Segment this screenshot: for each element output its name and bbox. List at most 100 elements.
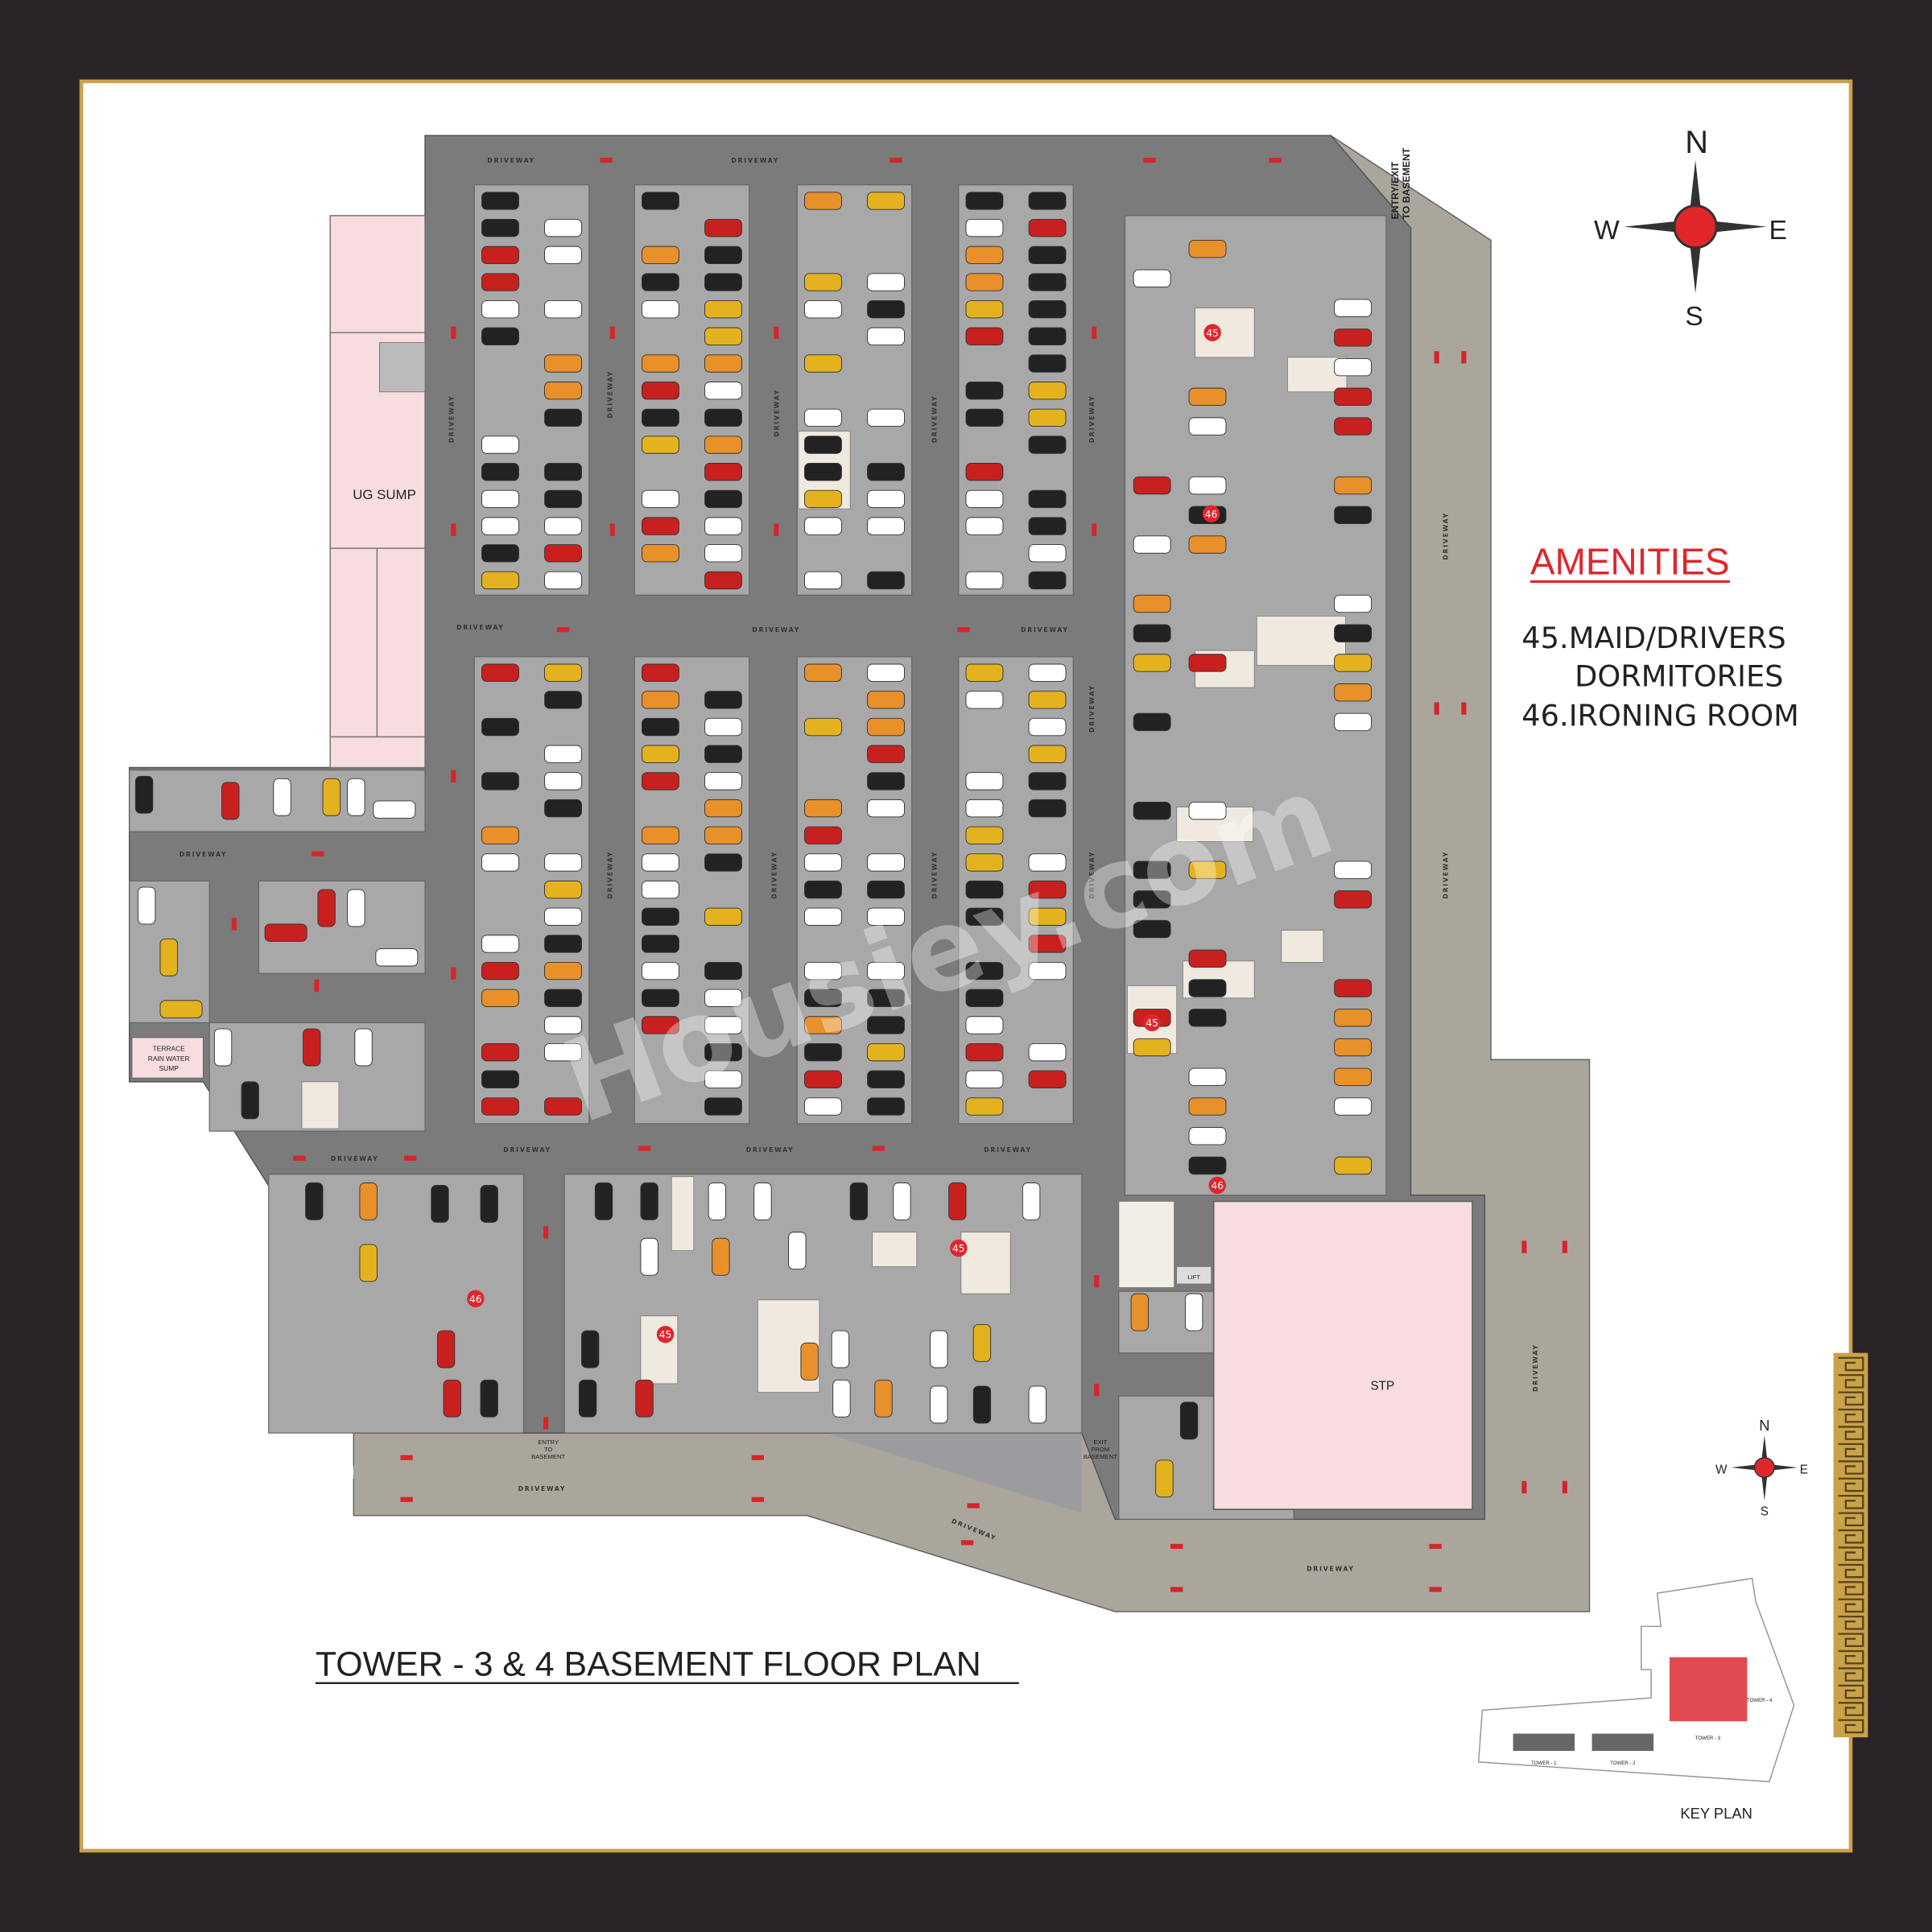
direction-arrow-icon (774, 326, 779, 339)
parked-car (481, 246, 519, 265)
parked-car (481, 544, 519, 563)
parked-car (867, 1070, 905, 1088)
parked-car (867, 880, 905, 899)
direction-arrow-icon (1170, 1587, 1183, 1592)
parked-car (867, 327, 905, 346)
parked-car (641, 853, 679, 872)
parked-car (1028, 961, 1067, 980)
direction-arrow-icon (543, 1225, 549, 1239)
parked-car (1334, 890, 1373, 909)
parked-car (867, 1097, 905, 1116)
parked-car (965, 663, 1004, 682)
amenity-marker-icon (1143, 1013, 1161, 1032)
amenity-item: 46.IRONING ROOM (1521, 699, 1799, 733)
parked-car (704, 1042, 742, 1062)
parked-car (481, 489, 519, 509)
parked-car (1028, 745, 1067, 763)
parked-car (965, 382, 1004, 400)
parked-car (1133, 476, 1171, 495)
entry-to-basement-label: ENTRY TO BASEMENT (531, 1439, 565, 1460)
parked-car (1334, 417, 1373, 436)
direction-arrow-icon (751, 1455, 764, 1460)
svg-text:EXIT: EXIT (1093, 1439, 1107, 1446)
parked-car (930, 1330, 948, 1368)
parked-car (965, 1070, 1004, 1088)
parked-car (867, 1042, 905, 1062)
parked-car (867, 489, 905, 509)
parked-car (804, 907, 842, 926)
parked-car (804, 517, 842, 535)
parked-car (544, 935, 582, 953)
driveway-label: DRIVEWAY (1088, 395, 1096, 444)
driveway-label: DRIVEWAY (1088, 684, 1096, 733)
parked-car (1184, 1293, 1203, 1331)
driveway-label: DRIVEWAY (984, 1146, 1032, 1154)
parked-car (159, 1000, 203, 1018)
parked-car (580, 1330, 600, 1368)
direction-arrow-icon (1434, 702, 1439, 715)
parked-car (965, 300, 1004, 319)
parked-car (1334, 594, 1373, 613)
direction-arrow-icon (890, 157, 902, 163)
service-room (872, 1232, 918, 1267)
parked-car (1028, 853, 1067, 872)
parked-car (965, 463, 1004, 481)
parked-car (544, 745, 582, 763)
parked-car (1133, 919, 1171, 939)
parked-car (134, 775, 154, 814)
driveway-label: DRIVEWAY (518, 1485, 567, 1492)
parked-car (704, 408, 742, 427)
parked-car (544, 408, 582, 427)
direction-arrow-icon (1092, 326, 1097, 339)
parked-car (804, 436, 842, 454)
parked-car (1028, 300, 1067, 319)
driveway-label: DRIVEWAY (180, 851, 228, 858)
amenity-marker-label: 45 (659, 1329, 672, 1340)
parked-car (264, 923, 308, 942)
parked-car (804, 192, 842, 210)
parked-car (867, 691, 905, 709)
parked-car (635, 1379, 654, 1418)
svg-text:BASEMENT: BASEMENT (531, 1453, 565, 1460)
parked-car (804, 989, 842, 1007)
parked-car (800, 1342, 819, 1381)
parked-car (213, 1028, 233, 1067)
parked-car (640, 1237, 658, 1276)
parked-car (965, 880, 1004, 899)
parked-car (641, 907, 679, 926)
parked-car (1334, 328, 1373, 347)
driveway-label: DRIVEWAY (1021, 626, 1069, 634)
parked-car (1334, 1009, 1373, 1027)
direction-arrow-icon (774, 523, 779, 536)
direction-arrow-icon (1434, 351, 1439, 364)
direction-arrow-icon (1094, 1275, 1100, 1288)
key-plan-label: KEY PLAN (1680, 1805, 1752, 1822)
driveway-label: DRIVEWAY (931, 395, 938, 444)
direction-arrow-icon (1562, 1241, 1567, 1253)
parked-car (481, 571, 519, 590)
terrace-rainwater-sump (131, 1037, 204, 1079)
svg-text:ENTRY: ENTRY (538, 1439, 559, 1446)
parked-car (965, 826, 1004, 844)
parked-car (1188, 1127, 1227, 1146)
amenity-marker-icon (1202, 505, 1220, 522)
parked-car (867, 300, 905, 319)
parked-car (481, 517, 519, 535)
parked-car (704, 799, 742, 818)
exit-from-basement-label: EXIT FROM BASEMENT (1084, 1439, 1117, 1460)
parked-car (965, 273, 1004, 291)
parked-car (893, 1182, 911, 1220)
parked-car (1028, 218, 1067, 237)
driveway-label: DRIVEWAY (752, 626, 800, 634)
parked-car (544, 571, 582, 590)
parked-car (544, 989, 582, 1007)
parked-car (481, 853, 519, 872)
parked-car (273, 778, 291, 816)
parked-car (641, 544, 679, 563)
parked-car (867, 745, 905, 763)
parked-car (1133, 1038, 1171, 1057)
driveway-label: DRIVEWAY (331, 1155, 379, 1162)
parked-car (347, 889, 365, 927)
driveway-label: DRIVEWAY (1307, 1566, 1355, 1573)
